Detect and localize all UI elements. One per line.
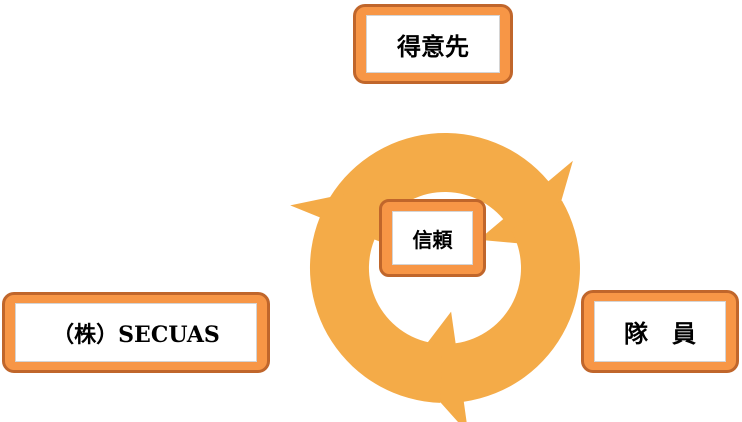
node-customer-label: 得意先 bbox=[366, 15, 500, 73]
node-trust-label: 信頼 bbox=[392, 211, 473, 265]
node-trust-center: 信頼 bbox=[379, 199, 486, 277]
arrow-left bbox=[290, 187, 443, 403]
node-staff: 隊 員 bbox=[581, 290, 739, 373]
node-company: （株）SECUAS bbox=[2, 292, 270, 373]
node-company-label: （株）SECUAS bbox=[15, 303, 257, 362]
node-staff-label: 隊 員 bbox=[594, 301, 726, 362]
arrow-right bbox=[408, 200, 580, 422]
node-customer: 得意先 bbox=[353, 4, 513, 84]
